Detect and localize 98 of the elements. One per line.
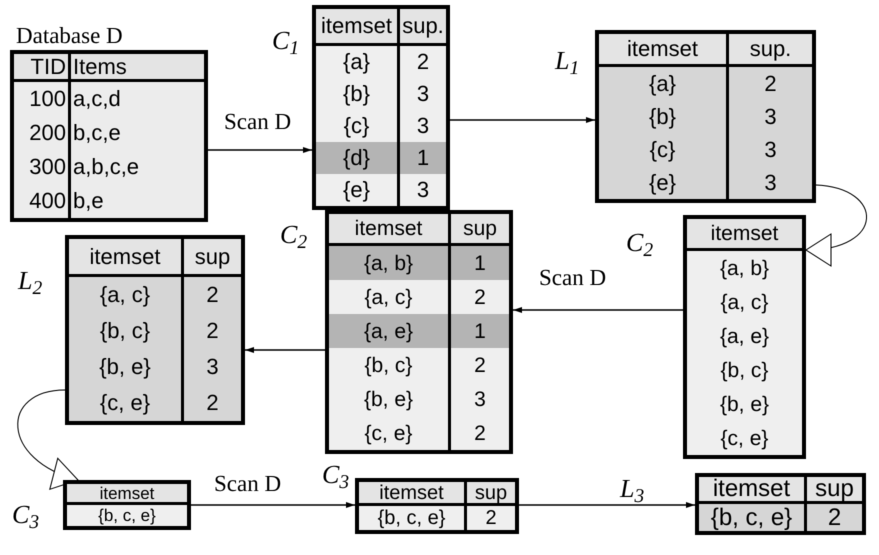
table-cell: {b} <box>316 78 400 110</box>
table-cell: {a, c} <box>69 277 184 313</box>
table-cell: 2 <box>467 506 515 530</box>
table-cell: {c, e} <box>687 421 802 455</box>
arrow <box>17 390 78 488</box>
column-header: itemset <box>699 477 807 504</box>
table-cell: 3 <box>729 166 812 199</box>
table-cell: {a, b} <box>687 251 802 285</box>
set-label: L$_{2}$ <box>18 268 42 294</box>
table-cell: 1 <box>451 314 509 348</box>
table-cell: {b, e} <box>69 349 184 385</box>
data-table <box>595 30 816 203</box>
table-cell: {d} <box>316 142 400 174</box>
table-cell: {b, c} <box>329 348 451 382</box>
set-label: C$_{3}$ <box>12 502 40 528</box>
table-cell: 3 <box>184 349 241 385</box>
table-cell: 2 <box>184 313 241 349</box>
table-cell: {b, c, e} <box>359 506 467 530</box>
table-cell: {e} <box>316 174 400 206</box>
set-label: C$_{3}$ <box>322 462 350 488</box>
table-cell: b,c,e <box>71 116 204 150</box>
column-header: itemset <box>599 34 729 67</box>
data-table <box>63 480 191 530</box>
table-cell: 1 <box>451 246 509 280</box>
column-header: sup <box>467 482 515 506</box>
table-cell: {b, c, e} <box>67 505 187 526</box>
table-cell: {b, c} <box>687 353 802 387</box>
table-cell: {c} <box>599 133 729 166</box>
table-cell: {b, e} <box>687 387 802 421</box>
set-label: L$_{3}$ <box>620 476 644 502</box>
table-cell: 2 <box>451 416 509 450</box>
column-header: sup. <box>729 34 812 67</box>
table-cell: 3 <box>729 100 812 133</box>
table-cell: 2 <box>729 67 812 100</box>
arrow <box>245 347 325 353</box>
set-label: L$_{1}$ <box>555 48 580 74</box>
data-table <box>65 235 245 425</box>
table-cell: a,b,c,e <box>71 150 204 184</box>
arrow <box>191 502 355 508</box>
column-header: sup <box>451 214 509 246</box>
table-cell: {a, b} <box>329 246 451 280</box>
arrow <box>450 117 595 123</box>
table-cell: {a, c} <box>329 280 451 314</box>
set-label: C$_{2}$ <box>280 222 308 248</box>
data-table <box>312 5 450 210</box>
data-table <box>325 210 513 454</box>
column-header: sup <box>184 239 241 277</box>
table-cell: {b} <box>599 100 729 133</box>
table-cell: {c, e} <box>69 385 184 421</box>
column-header: itemset <box>687 219 802 251</box>
table-cell: 300 <box>14 150 71 184</box>
set-label: C$_{1}$ <box>272 28 300 54</box>
table-cell: {a} <box>316 46 400 78</box>
table-cell: 2 <box>451 280 509 314</box>
table-cell: {c} <box>316 110 400 142</box>
table-cell: {a, e} <box>687 319 802 353</box>
arrow <box>519 502 695 508</box>
column-header: itemset <box>316 9 400 46</box>
column-header: itemset <box>359 482 467 506</box>
column-header: TID <box>14 54 71 82</box>
table-cell: 2 <box>807 504 862 531</box>
data-table <box>683 215 806 459</box>
table-cell: {e} <box>599 166 729 199</box>
table-heading: Database D <box>15 22 124 50</box>
arrow <box>513 307 683 313</box>
arrow <box>806 184 867 265</box>
table-cell: 3 <box>451 382 509 416</box>
table-cell: {b, e} <box>329 382 451 416</box>
table-cell: {a, e} <box>329 314 451 348</box>
column-header: itemset <box>69 239 184 277</box>
table-cell: b,e <box>71 184 204 218</box>
table-cell: 3 <box>400 110 446 142</box>
set-label: C$_{2}$ <box>626 230 654 256</box>
table-cell: 1 <box>400 142 446 174</box>
column-header: itemset <box>67 484 187 505</box>
table-cell: 2 <box>451 348 509 382</box>
table-cell: {c, e} <box>329 416 451 450</box>
table-cell: 200 <box>14 116 71 150</box>
table-cell: 100 <box>14 82 71 116</box>
table-cell: 3 <box>400 174 446 206</box>
table-cell: 2 <box>184 277 241 313</box>
table-cell: {b, c, e} <box>699 504 807 531</box>
table-cell: a,c,d <box>71 82 204 116</box>
table-cell: {b, c} <box>69 313 184 349</box>
table-cell: 3 <box>729 133 812 166</box>
table-cell: 2 <box>184 385 241 421</box>
data-table <box>355 478 519 534</box>
column-header: Items <box>71 54 204 82</box>
arrow <box>208 147 312 153</box>
data-table <box>695 473 866 535</box>
table-cell: 3 <box>400 78 446 110</box>
table-cell: {a} <box>599 67 729 100</box>
column-header: sup. <box>400 9 446 46</box>
table-cell: 400 <box>14 184 71 218</box>
table-cell: {a, c} <box>687 285 802 319</box>
column-header: itemset <box>329 214 451 246</box>
table-cell: 2 <box>400 46 446 78</box>
column-header: sup <box>807 477 862 504</box>
